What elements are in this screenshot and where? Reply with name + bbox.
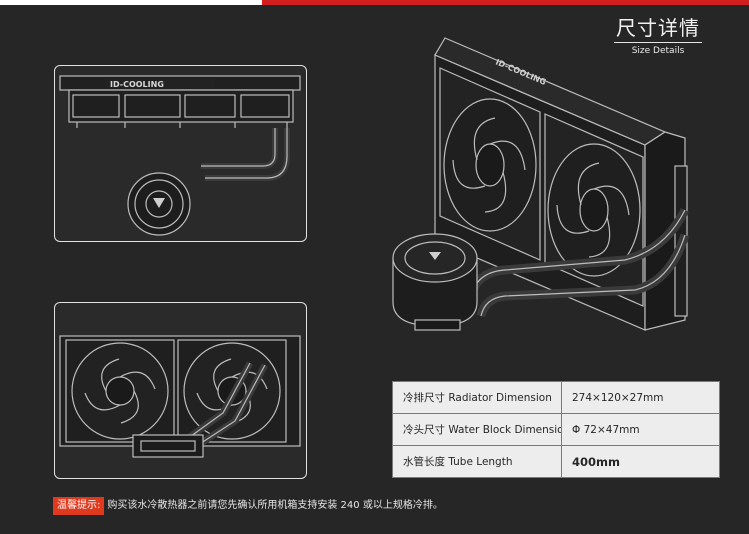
cooler-isometric-illustration: ID-COOLING bbox=[385, 20, 715, 360]
notice-line: 温馨提示:购买该水冷散热器之前请您先确认所用机箱支持安装 240 或以上规格冷排… bbox=[53, 497, 443, 515]
specification-table: 冷排尺寸 Radiator Dimension 274×120×27mm 冷头尺… bbox=[392, 381, 720, 478]
table-row: 冷头尺寸 Water Block Dimension Φ 72×47mm bbox=[392, 413, 720, 446]
table-row: 冷排尺寸 Radiator Dimension 274×120×27mm bbox=[392, 381, 720, 414]
front-view-panel bbox=[54, 302, 307, 479]
spec-value: Φ 72×47mm bbox=[561, 413, 720, 446]
notice-text: 购买该水冷散热器之前请您先确认所用机箱支持安装 240 或以上规格冷排。 bbox=[107, 500, 443, 511]
spec-label: 冷头尺寸 Water Block Dimension bbox=[392, 413, 562, 446]
top-red-accent-bar bbox=[262, 0, 749, 5]
spec-value: 274×120×27mm bbox=[561, 381, 720, 414]
section-title: 尺寸详情 Size Details bbox=[608, 16, 708, 57]
top-view-drawing: ID-COOLING bbox=[59, 75, 301, 236]
front-view-drawing bbox=[59, 335, 301, 458]
spec-label: 冷排尺寸 Radiator Dimension bbox=[392, 381, 562, 414]
top-view-panel: ID-COOLING bbox=[54, 65, 307, 242]
spec-value: 400mm bbox=[561, 445, 720, 478]
table-row: 水管长度 Tube Length 400mm bbox=[392, 445, 720, 478]
notice-badge: 温馨提示: bbox=[53, 497, 105, 515]
page-title: 尺寸详情 bbox=[616, 16, 700, 40]
title-divider bbox=[614, 42, 702, 43]
spec-label: 水管长度 Tube Length bbox=[392, 445, 562, 478]
page-subtitle: Size Details bbox=[631, 46, 685, 56]
brand-logo-text: ID-COOLING bbox=[110, 80, 164, 89]
